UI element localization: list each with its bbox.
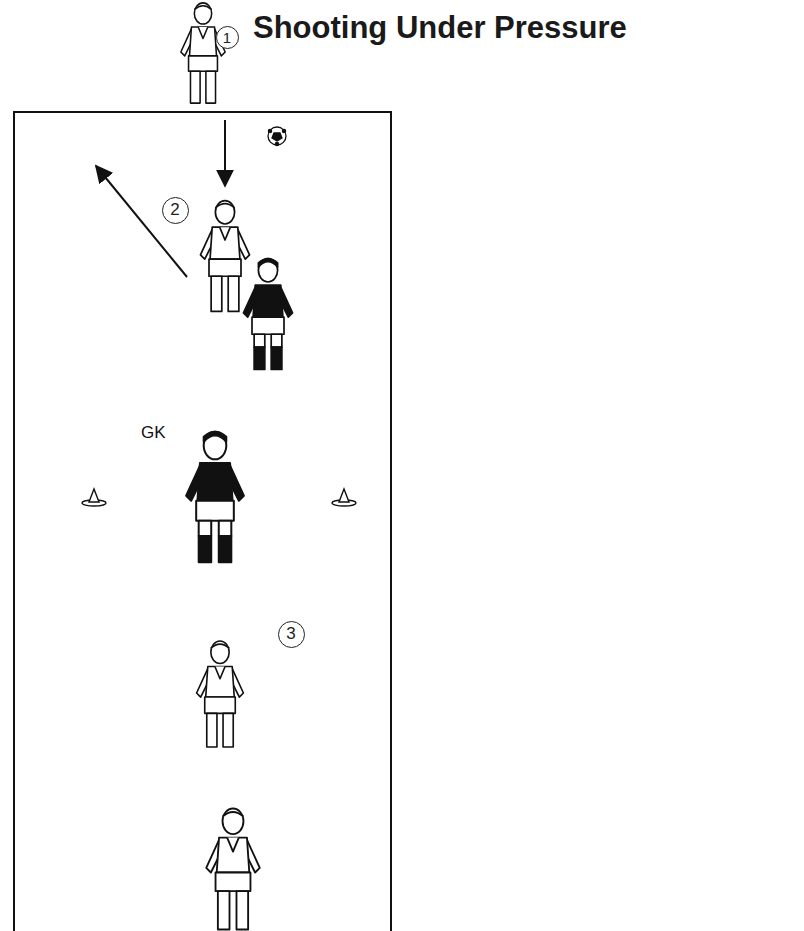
- drill-title: Shooting Under Pressure: [253, 10, 627, 46]
- player-3: [197, 641, 244, 747]
- player-2: [200, 201, 249, 312]
- pass-arrow: [224, 120, 226, 186]
- player-4: [206, 808, 260, 929]
- cone: [82, 489, 106, 506]
- field-outline: [14, 112, 391, 931]
- ball: [268, 127, 286, 146]
- callout-number: 1: [216, 26, 239, 49]
- goalkeeper: [186, 432, 244, 562]
- callout-number: 2: [162, 197, 189, 224]
- player-1: [181, 3, 225, 103]
- cone: [332, 489, 356, 506]
- defender: [243, 259, 292, 370]
- position-label: GK: [141, 423, 166, 443]
- callout-number: 3: [278, 621, 305, 648]
